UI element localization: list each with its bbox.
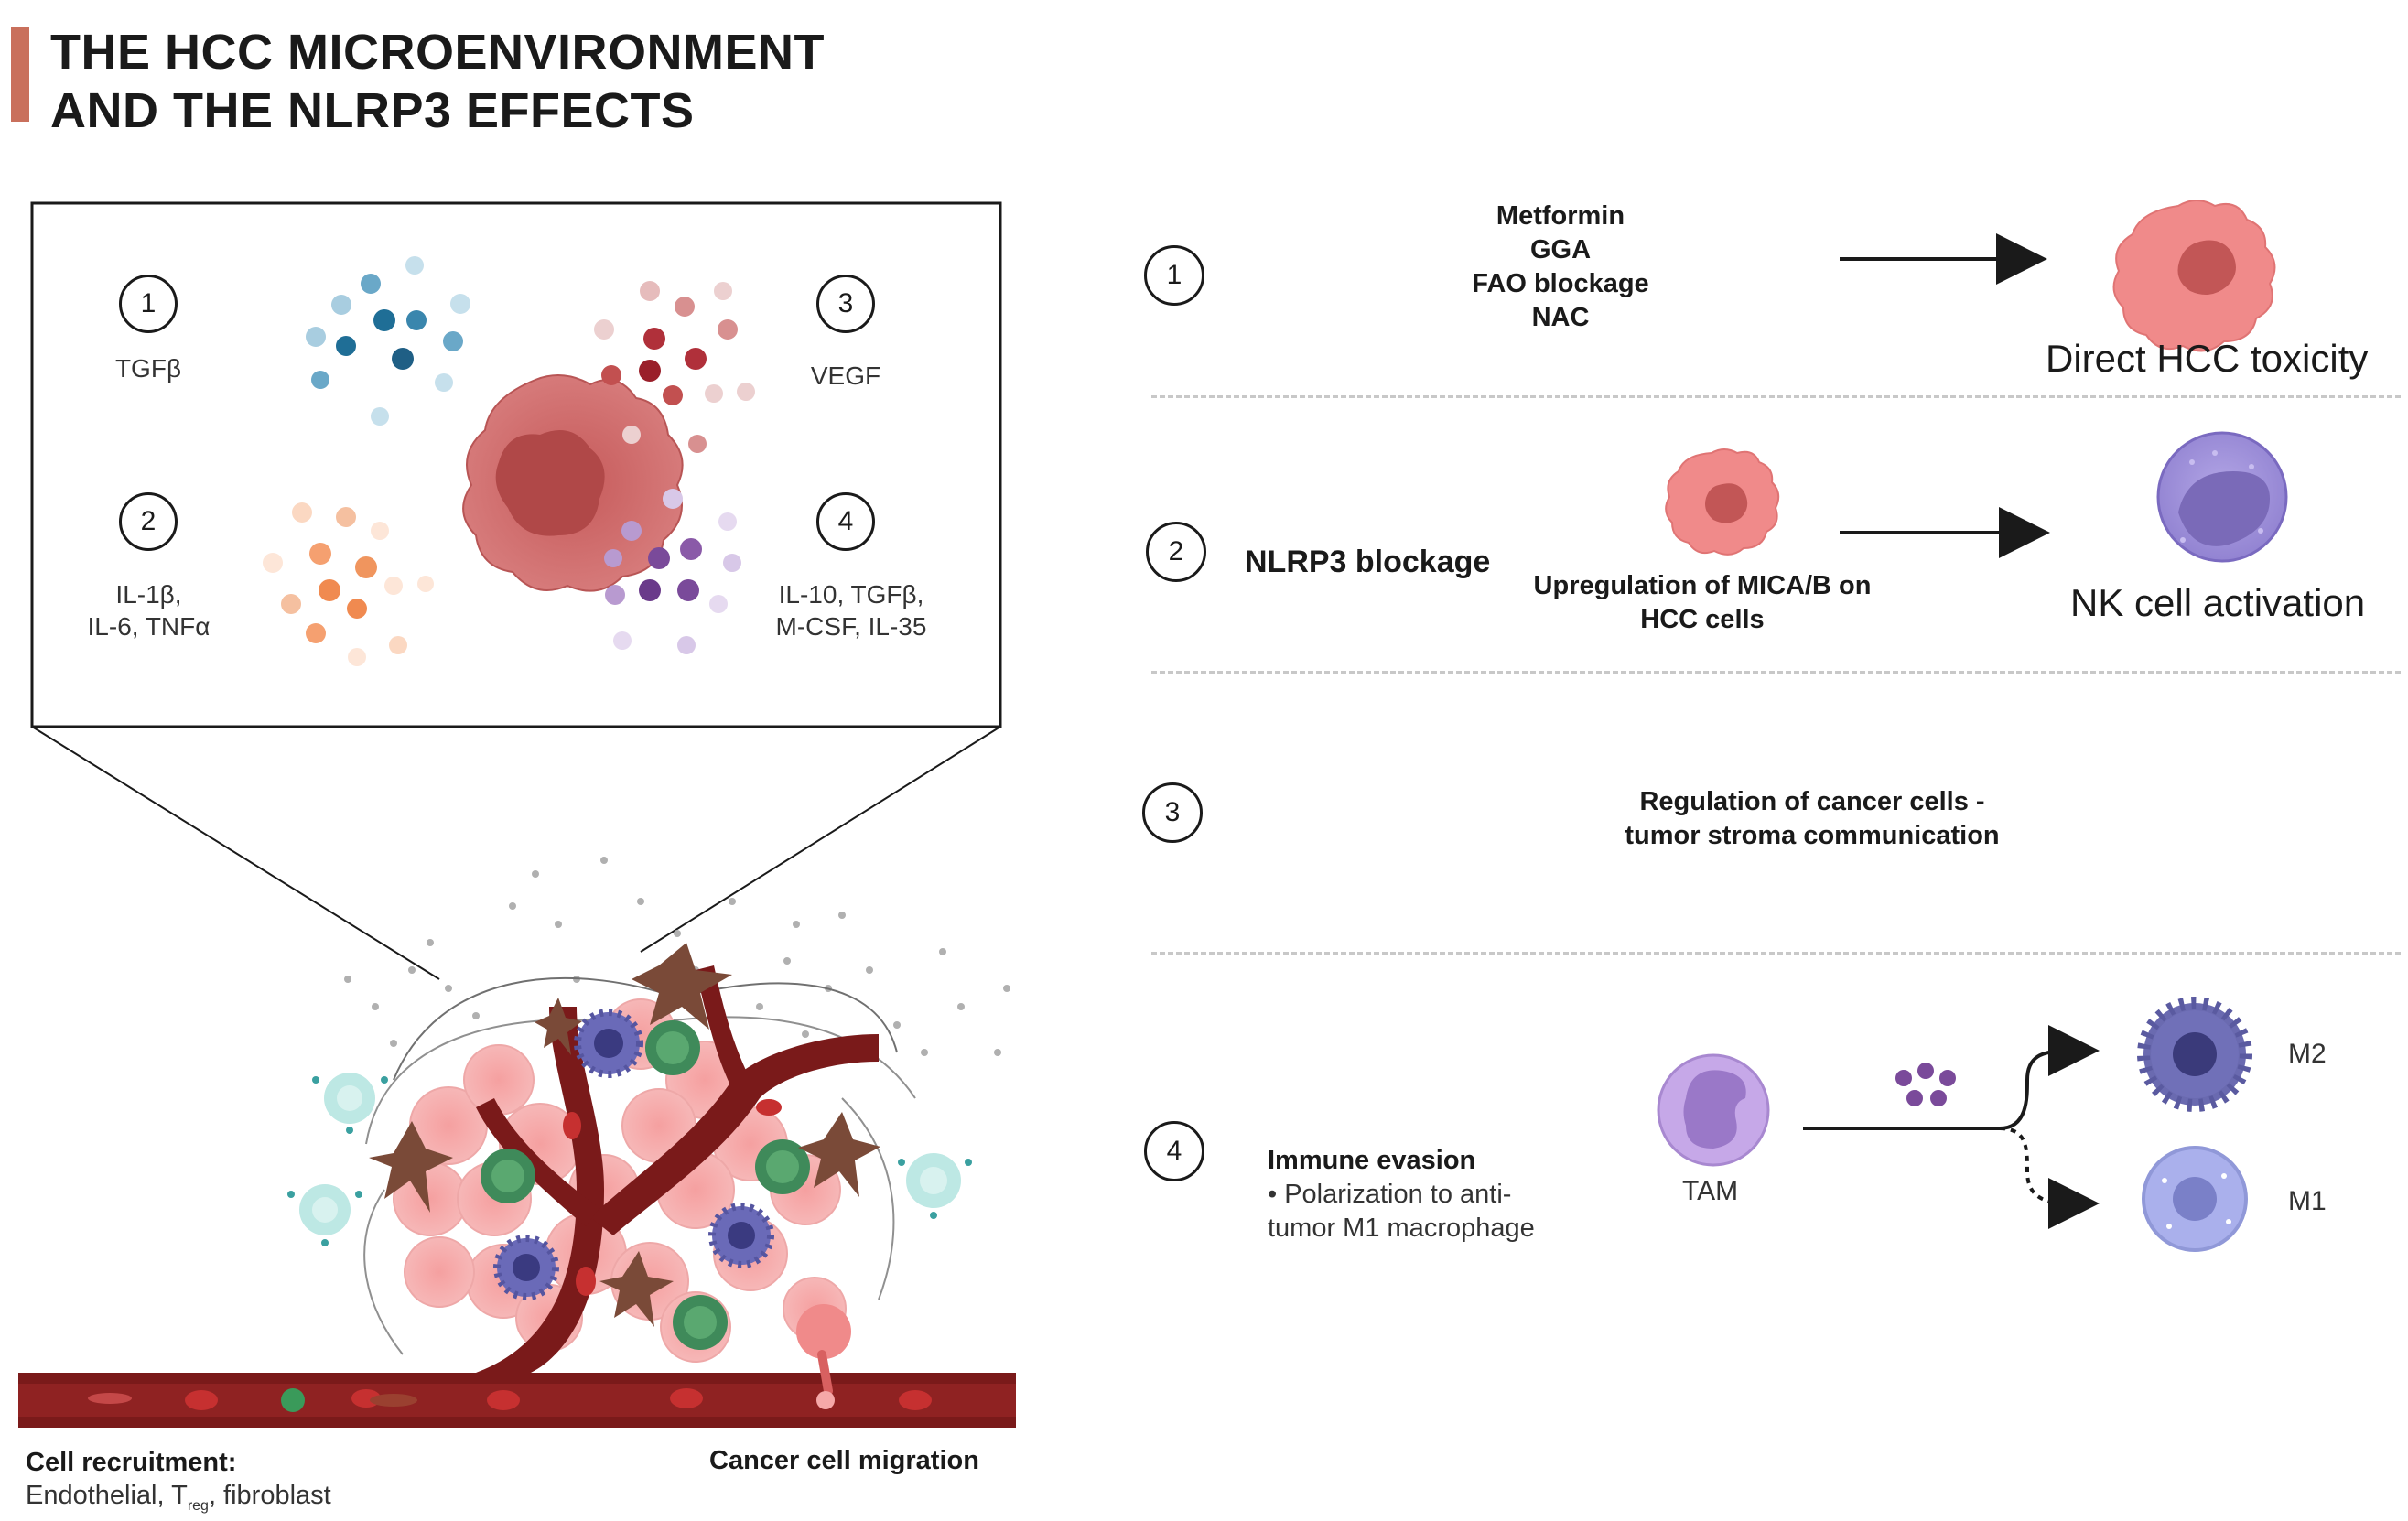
cell-recruitment-suffix: , fibroblast bbox=[208, 1481, 331, 1511]
cytokine-2-circle: 2 bbox=[119, 492, 178, 551]
row2-outcome: NK cell activation bbox=[2070, 581, 2366, 624]
cell-recruitment-block: Cell recruitment: Endothelial, Treg, fib… bbox=[26, 1446, 331, 1516]
title-line-2: AND THE NLRP3 EFFECTS bbox=[50, 83, 695, 138]
title-accent-bar bbox=[11, 27, 29, 122]
tam-cell-icon bbox=[1657, 1053, 1770, 1167]
row2-middle-line2: HCC cells bbox=[1640, 605, 1765, 635]
il1-dots bbox=[263, 502, 434, 666]
zoom-line-left bbox=[31, 726, 440, 980]
row3-middle-line2: tumor stroma communication bbox=[1625, 821, 2000, 851]
m2-macrophage-icon bbox=[2137, 997, 2252, 1112]
zoom-line-right bbox=[640, 726, 1001, 953]
m1-macrophage-icon bbox=[2142, 1146, 2248, 1252]
row2-middle-line1: Upregulation of MICA/B on bbox=[1533, 571, 1872, 600]
cell-recruitment-title: Cell recruitment: bbox=[26, 1448, 237, 1477]
row1-agent-4: NAC bbox=[1531, 303, 1590, 333]
cell-recruitment-prefix: Endothelial, T bbox=[26, 1481, 188, 1511]
m2-label: M2 bbox=[2288, 1039, 2327, 1069]
cytokine-4-label-line1: IL-10, TGFβ, bbox=[778, 580, 924, 609]
row1-outcome: Direct HCC toxicity bbox=[2046, 337, 2369, 380]
cytokine-1-label: TGFβ bbox=[114, 354, 182, 383]
row1-agent-2: GGA bbox=[1529, 235, 1592, 265]
row2-middle: Upregulation of MICA/B on HCC cells bbox=[1510, 569, 1895, 637]
row3-middle: Regulation of cancer cells - tumor strom… bbox=[1593, 785, 2032, 853]
row2-label: NLRP3 blockage bbox=[1245, 545, 1491, 579]
row4-step-circle: 4 bbox=[1144, 1121, 1204, 1181]
divider-3 bbox=[1151, 952, 2401, 955]
il10-dots bbox=[604, 489, 741, 654]
row1-agents: Metformin GGA FAO blockage NAC bbox=[1446, 200, 1675, 335]
row4-bullet-line2: tumor M1 macrophage bbox=[1268, 1214, 1535, 1244]
cytokine-3-circle: 3 bbox=[816, 275, 875, 333]
cancer-cell-migration-label: Cancer cell migration bbox=[709, 1446, 979, 1475]
cytokine-3-label: VEGF bbox=[810, 361, 881, 390]
divider-1 bbox=[1151, 395, 2401, 398]
row4-title: Immune evasion bbox=[1268, 1146, 1476, 1175]
tgfb-dots bbox=[306, 256, 470, 426]
row3-step-circle: 3 bbox=[1142, 782, 1203, 843]
cytokine-4-label-line2: M-CSF, IL-35 bbox=[775, 612, 927, 641]
cytokine-4-circle: 4 bbox=[816, 492, 875, 551]
tam-label: TAM bbox=[1682, 1176, 1739, 1206]
cytokine-4-label: IL-10, TGFβ, M-CSF, IL-35 bbox=[750, 578, 952, 642]
cytokine-2-label-line1: IL-1β, bbox=[115, 580, 182, 609]
title-line-1: THE HCC MICROENVIRONMENT bbox=[50, 25, 825, 80]
row1-step-circle: 1 bbox=[1144, 245, 1204, 306]
row1-agent-1: Metformin bbox=[1496, 201, 1625, 231]
cell-recruitment-subscript: reg bbox=[187, 1498, 209, 1515]
tam-cytokine-dots bbox=[1895, 1063, 1956, 1106]
vegf-dots bbox=[594, 281, 755, 453]
row3-middle-line1: Regulation of cancer cells - bbox=[1639, 787, 1985, 816]
m1-label: M1 bbox=[2288, 1186, 2327, 1216]
cytokine-2-label-line2: IL-6, TNFα bbox=[87, 612, 211, 641]
hcc-cell-icon-row2 bbox=[1665, 448, 1780, 556]
row4-text-block: Immune evasion • Polarization to anti- t… bbox=[1268, 1144, 1535, 1246]
row4-bullet-line1: • Polarization to anti- bbox=[1268, 1180, 1512, 1210]
hcc-cell-icon-row1 bbox=[2112, 200, 2276, 352]
cytokine-1-circle: 1 bbox=[119, 275, 178, 333]
row2-step-circle: 2 bbox=[1146, 522, 1206, 582]
divider-2 bbox=[1151, 671, 2401, 674]
nk-cell-icon bbox=[2156, 431, 2288, 563]
cytokine-2-label: IL-1β, IL-6, TNFα bbox=[55, 578, 243, 642]
row1-agent-3: FAO blockage bbox=[1472, 269, 1649, 299]
m2-arrow bbox=[1803, 1025, 2100, 1130]
cell-recruitment-text: Endothelial, Treg, fibroblast bbox=[26, 1479, 331, 1516]
m1-arrow bbox=[1999, 1127, 2100, 1229]
tissue-illustration bbox=[18, 857, 1016, 1428]
